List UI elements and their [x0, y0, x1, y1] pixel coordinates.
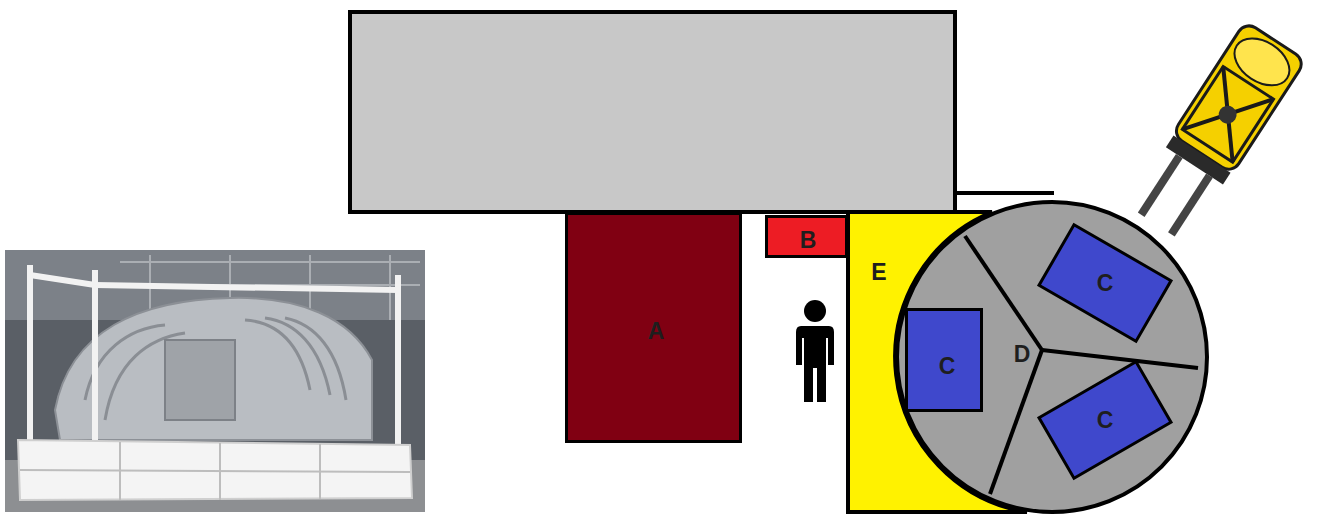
node-label: C: [1097, 272, 1114, 295]
node-label: D: [1014, 343, 1031, 366]
station-box: A: [565, 212, 742, 443]
fixture-box: C: [1040, 355, 1170, 485]
table-fill: [897, 202, 1207, 512]
fixture-fill: [1039, 362, 1171, 479]
machine-block: [350, 12, 955, 212]
fixture-box: C: [1040, 218, 1170, 348]
node-label: A: [648, 320, 665, 343]
operator-figure: [796, 300, 834, 402]
rack-photo: [5, 250, 425, 512]
node-label: C: [939, 355, 956, 378]
node-label: E: [871, 261, 886, 284]
node-label: C: [1097, 409, 1114, 432]
forklift-symbol: [1119, 13, 1315, 249]
control-box: B: [765, 215, 848, 258]
turntable-circle: D C C C: [895, 200, 1209, 514]
table-dividers: [965, 236, 1198, 494]
node-label: B: [800, 229, 817, 252]
guard-line: [955, 191, 1054, 195]
fixture-fill: [1039, 225, 1171, 342]
fixture-box: C: [905, 308, 983, 412]
